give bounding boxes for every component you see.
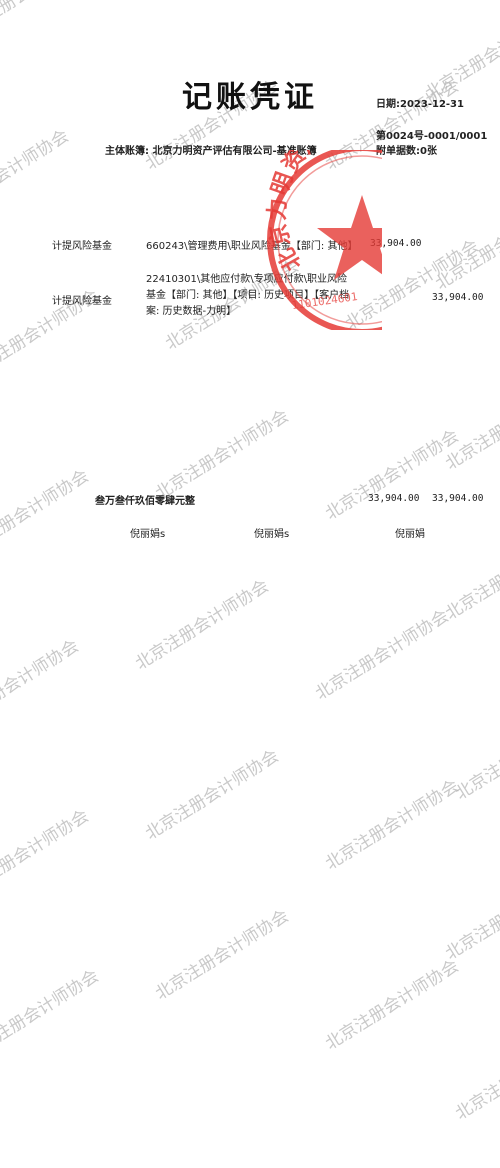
watermark-text: 北京注册会计师协会 bbox=[452, 706, 500, 804]
ledger-label: 主体账簿: 北京力明资产评估有限公司-基准账簿 bbox=[105, 146, 317, 157]
signature-preparer: 倪丽娟 bbox=[395, 529, 425, 540]
total-debit: 33,904.00 bbox=[368, 493, 420, 504]
entry-credit: 33,904.00 bbox=[432, 292, 484, 303]
attachment-count: 附单据数:0张 bbox=[376, 146, 437, 157]
company-seal: 北京力明资产评估有限公司 1101024601 bbox=[262, 150, 382, 330]
amount-in-words: 叁万叁仟玖佰零肆元整 bbox=[95, 496, 195, 507]
watermark-text: 北京注册会计师协会 bbox=[0, 636, 82, 734]
svg-text:1101024601: 1101024601 bbox=[291, 290, 358, 312]
watermark-text: 北京注册会计师协会 bbox=[452, 1026, 500, 1124]
watermark-text: 北京注册会计师协会 bbox=[132, 576, 272, 674]
voucher-date: 日期:2023-12-31 bbox=[376, 99, 464, 110]
total-credit: 33,904.00 bbox=[432, 493, 484, 504]
watermark-text: 北京注册会计师协会 bbox=[0, 466, 92, 564]
watermark-text: 北京注册会计师协会 bbox=[312, 606, 452, 704]
watermark-text: 北京注册会计师协会 bbox=[442, 376, 500, 474]
entry-debit: 33,904.00 bbox=[370, 238, 422, 249]
watermark-text: 北京注册会计师协会 bbox=[322, 426, 462, 524]
entry-account: 660243\管理费用\职业风险基金【部门: 其他】 bbox=[146, 241, 358, 252]
watermark-text: 北京注册会计师协会 bbox=[152, 406, 292, 504]
watermark-text: 北京注册会计师协会 bbox=[0, 126, 72, 224]
watermark-text: 北京注册会计师协会 bbox=[432, 196, 500, 294]
watermark-text: 北京注册会计师协会 bbox=[442, 866, 500, 964]
voucher-title: 记账凭证 bbox=[182, 80, 318, 115]
signature-bookkeeper: 倪丽娟s bbox=[130, 529, 166, 540]
voucher-number: 第0024号-0001/0001 bbox=[376, 131, 488, 142]
signature-reviewer: 倪丽娟s bbox=[254, 529, 290, 540]
watermark-text: 北京注册会计师协会 bbox=[152, 906, 292, 1004]
entry-summary: 计提风险基金 bbox=[52, 296, 112, 307]
watermark-text: 北京注册会计师协会 bbox=[322, 956, 462, 1054]
watermark-text: 北京注册会计师协会 bbox=[322, 776, 462, 874]
watermark-text: 北京注册会计师协会 bbox=[442, 526, 500, 624]
watermark-text: 北京注册会计师协会 bbox=[0, 0, 92, 44]
watermark-text: 北京注册会计师协会 bbox=[0, 806, 92, 904]
watermark-text: 北京注册会计师协会 bbox=[142, 746, 282, 844]
entry-summary: 计提风险基金 bbox=[52, 241, 112, 252]
watermark-text: 北京注册会计师协会 bbox=[0, 966, 102, 1064]
entry-account: 22410301\其他应付款\专项应付款\职业风险基金【部门: 其他】【项目: … bbox=[146, 274, 350, 317]
